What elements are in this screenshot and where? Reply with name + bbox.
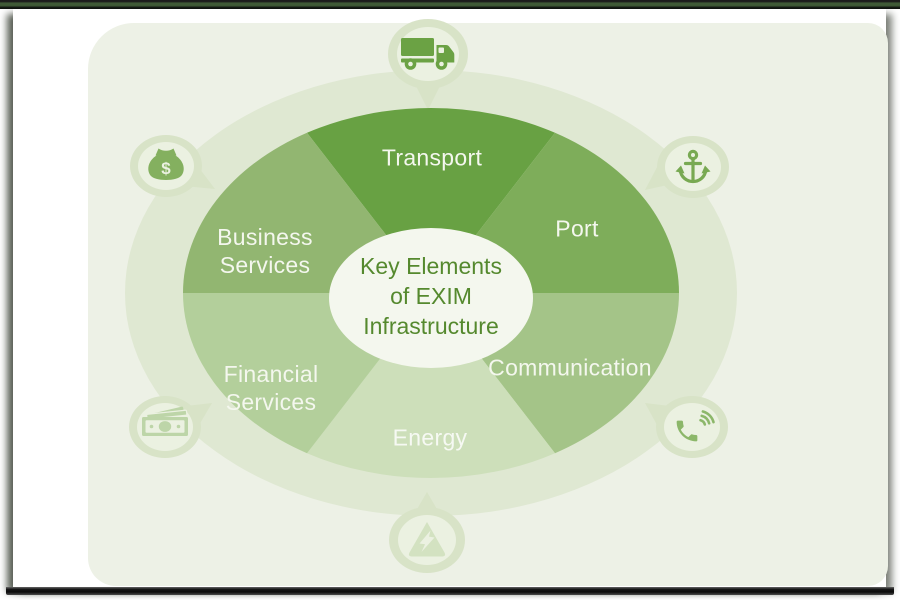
money-bag-callout: $ [130,135,202,197]
diagram-title-line-1: Key Elements [360,253,502,280]
pie-segment-transport [307,108,555,293]
high-voltage-icon [408,522,446,557]
segment-label-financial-services: Financial Services [223,360,319,415]
high-voltage-callout [389,507,465,573]
anchor-icon [675,149,711,184]
diagram-title-line-3: Infrastructure [363,312,499,339]
svg-text:$: $ [161,159,171,178]
window-bottom-edge [6,587,894,595]
segment-label-energy: Energy [392,424,468,451]
bubble-inner [664,403,720,451]
banknotes-callout [129,396,201,458]
segment-label-port: Port [555,215,599,242]
truck-callout [388,19,468,89]
phone-callout [656,396,728,458]
truck-icon [401,38,455,70]
pie-segment-energy [307,293,555,478]
money-bag-icon: $ [148,148,184,180]
anchor-callout [657,136,729,198]
banknotes-icon [142,406,188,436]
diagram-title: Key Elements of EXIM Infrastructure [316,252,546,342]
window-top-edge [0,0,900,9]
segment-label-communication: Communication [488,354,652,381]
diagram-title-line-2: of EXIM [390,283,472,310]
segment-label-business-services: Business Services [217,223,313,278]
segment-label-transport: Transport [381,144,483,171]
center-circle [329,228,533,368]
phone-call-icon [676,410,715,442]
